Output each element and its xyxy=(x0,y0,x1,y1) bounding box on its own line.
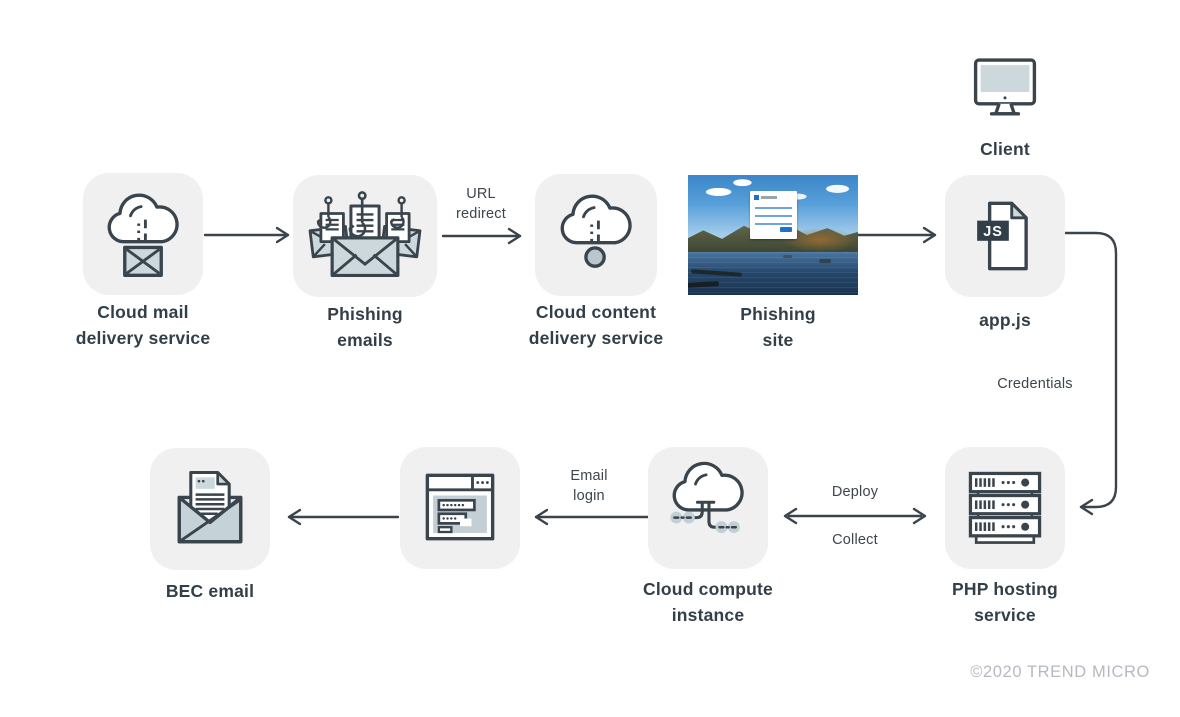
label-phishing-emails: Phishing emails xyxy=(255,301,475,353)
label-line: site xyxy=(762,330,794,350)
cloud-mail-icon xyxy=(107,193,179,277)
edge-label-deploy: Deploy xyxy=(805,482,905,502)
arrow-deploy-collect xyxy=(783,507,927,525)
bec-email-icon xyxy=(177,470,243,544)
login-submit-button xyxy=(780,226,792,232)
label-line: Cloud content xyxy=(535,302,657,322)
edge-label-line: Credentials xyxy=(997,376,1073,392)
copyright-text: ©2020 TREND MICRO xyxy=(970,663,1150,681)
edge-label-line: Collect xyxy=(832,532,878,548)
label-line: PHP hosting xyxy=(952,579,1058,599)
edge-label-url-redirect: URL redirect xyxy=(431,184,531,224)
node-cloud-mail-delivery xyxy=(83,173,203,295)
label-line: service xyxy=(974,605,1036,625)
login-field-underline xyxy=(755,207,792,209)
cloud-compute-icon xyxy=(670,461,744,534)
node-cloud-content-delivery xyxy=(535,174,657,296)
node-php-hosting xyxy=(945,447,1065,569)
label-cloud-mail-delivery: Cloud mail delivery service xyxy=(33,299,253,351)
node-webmail-browser xyxy=(400,447,520,569)
label-line: Phishing xyxy=(740,304,816,324)
arrow-email-login xyxy=(534,508,650,526)
label-client: Client xyxy=(895,136,1115,162)
label-line: instance xyxy=(671,605,745,625)
label-line: emails xyxy=(337,330,393,350)
edge-label-email-login: Email login xyxy=(539,466,639,506)
cloud-content-icon xyxy=(560,194,632,268)
node-bec-email xyxy=(150,448,270,570)
arrow-url-redirect xyxy=(441,227,522,245)
login-field-underline xyxy=(755,223,792,225)
label-appjs: app.js xyxy=(895,307,1115,333)
node-phishing-emails xyxy=(293,175,437,297)
label-bec-email: BEC email xyxy=(100,578,320,604)
login-logo-icon xyxy=(754,195,759,200)
label-line: BEC email xyxy=(165,581,255,601)
label-line: Client xyxy=(980,139,1030,159)
label-line: delivery service xyxy=(75,328,211,348)
arrow-to-bec-email xyxy=(287,508,400,526)
login-logo-text xyxy=(761,196,777,199)
edge-label-credentials: Credentials xyxy=(965,374,1105,394)
phishing-site-screenshot xyxy=(688,175,858,295)
edge-label-line: Deploy xyxy=(831,484,879,500)
label-line: Cloud compute xyxy=(643,579,773,599)
js-badge-text: JS xyxy=(983,224,1003,240)
photo-boat xyxy=(818,258,831,263)
label-cloud-compute: Cloud compute instance xyxy=(598,576,818,628)
server-stack-icon xyxy=(968,471,1042,544)
edge-label-line: URL xyxy=(466,186,496,202)
arrow-cloudmail-to-phishingemails xyxy=(203,226,290,244)
node-cloud-compute xyxy=(648,447,768,569)
label-line: delivery service xyxy=(528,328,664,348)
fake-login-form xyxy=(750,191,797,239)
phishing-emails-icon xyxy=(308,191,422,278)
login-field-underline xyxy=(755,215,792,217)
label-phishing-site: Phishing site xyxy=(668,301,888,353)
edge-label-line: login xyxy=(573,488,605,504)
client-monitor-icon xyxy=(973,58,1037,116)
label-line: Cloud mail xyxy=(97,302,189,322)
photo-boat xyxy=(783,254,793,258)
label-cloud-content-delivery: Cloud content delivery service xyxy=(486,299,706,351)
label-line: app.js xyxy=(979,310,1031,330)
label-php-hosting: PHP hosting service xyxy=(895,576,1115,628)
node-appjs: JS xyxy=(945,175,1065,297)
edge-label-collect: Collect xyxy=(805,530,905,550)
arrow-phishingsite-to-appjs xyxy=(856,226,937,244)
edge-label-line: Email xyxy=(570,468,608,484)
edge-label-line: redirect xyxy=(456,206,506,222)
browser-window-icon xyxy=(425,473,495,541)
js-file-icon: JS xyxy=(977,201,1028,271)
label-line: Phishing xyxy=(327,304,403,324)
